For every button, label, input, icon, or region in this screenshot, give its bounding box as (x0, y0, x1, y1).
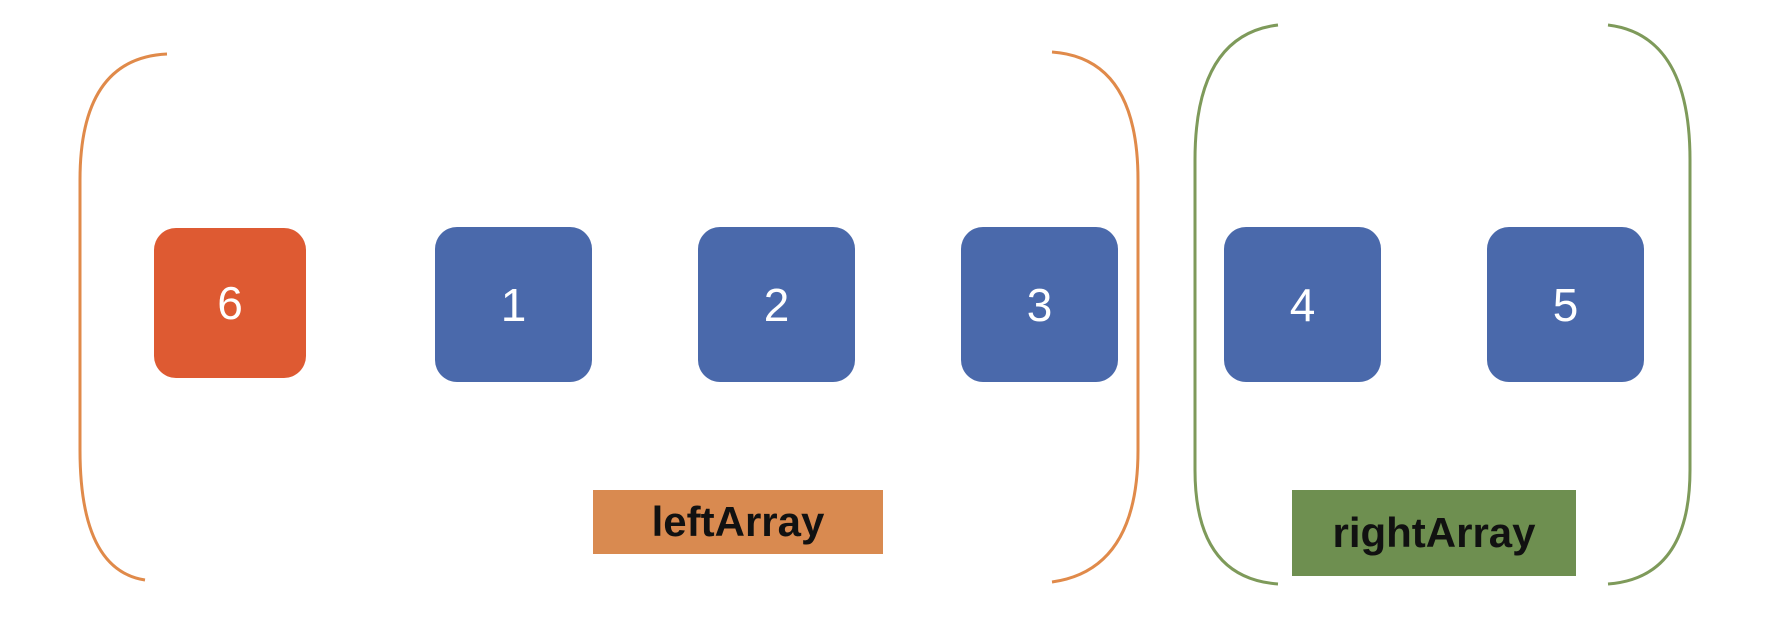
array-box-value: 6 (217, 277, 243, 329)
right-array-label: rightArray (1292, 490, 1576, 576)
left-group-open-bracket (78, 52, 168, 582)
right-group-open-bracket (1193, 23, 1279, 586)
array-box-value: 4 (1289, 278, 1316, 331)
left-array-label-text: leftArray (651, 498, 825, 545)
array-box-3: 3 (961, 227, 1118, 382)
array-box-1: 1 (435, 227, 592, 382)
array-box-value: 2 (763, 278, 790, 331)
left-array-label: leftArray (593, 490, 883, 554)
right-array-label-text: rightArray (1332, 509, 1536, 556)
left-group-close-bracket (1051, 50, 1140, 584)
array-box-6: 6 (154, 228, 306, 378)
array-box-2: 2 (698, 227, 855, 382)
array-box-5: 5 (1487, 227, 1644, 382)
array-box-value: 1 (500, 278, 527, 331)
array-box-value: 3 (1026, 278, 1053, 331)
array-box-value: 5 (1552, 278, 1579, 331)
right-group-close-bracket (1607, 23, 1692, 586)
array-box-4: 4 (1224, 227, 1381, 382)
